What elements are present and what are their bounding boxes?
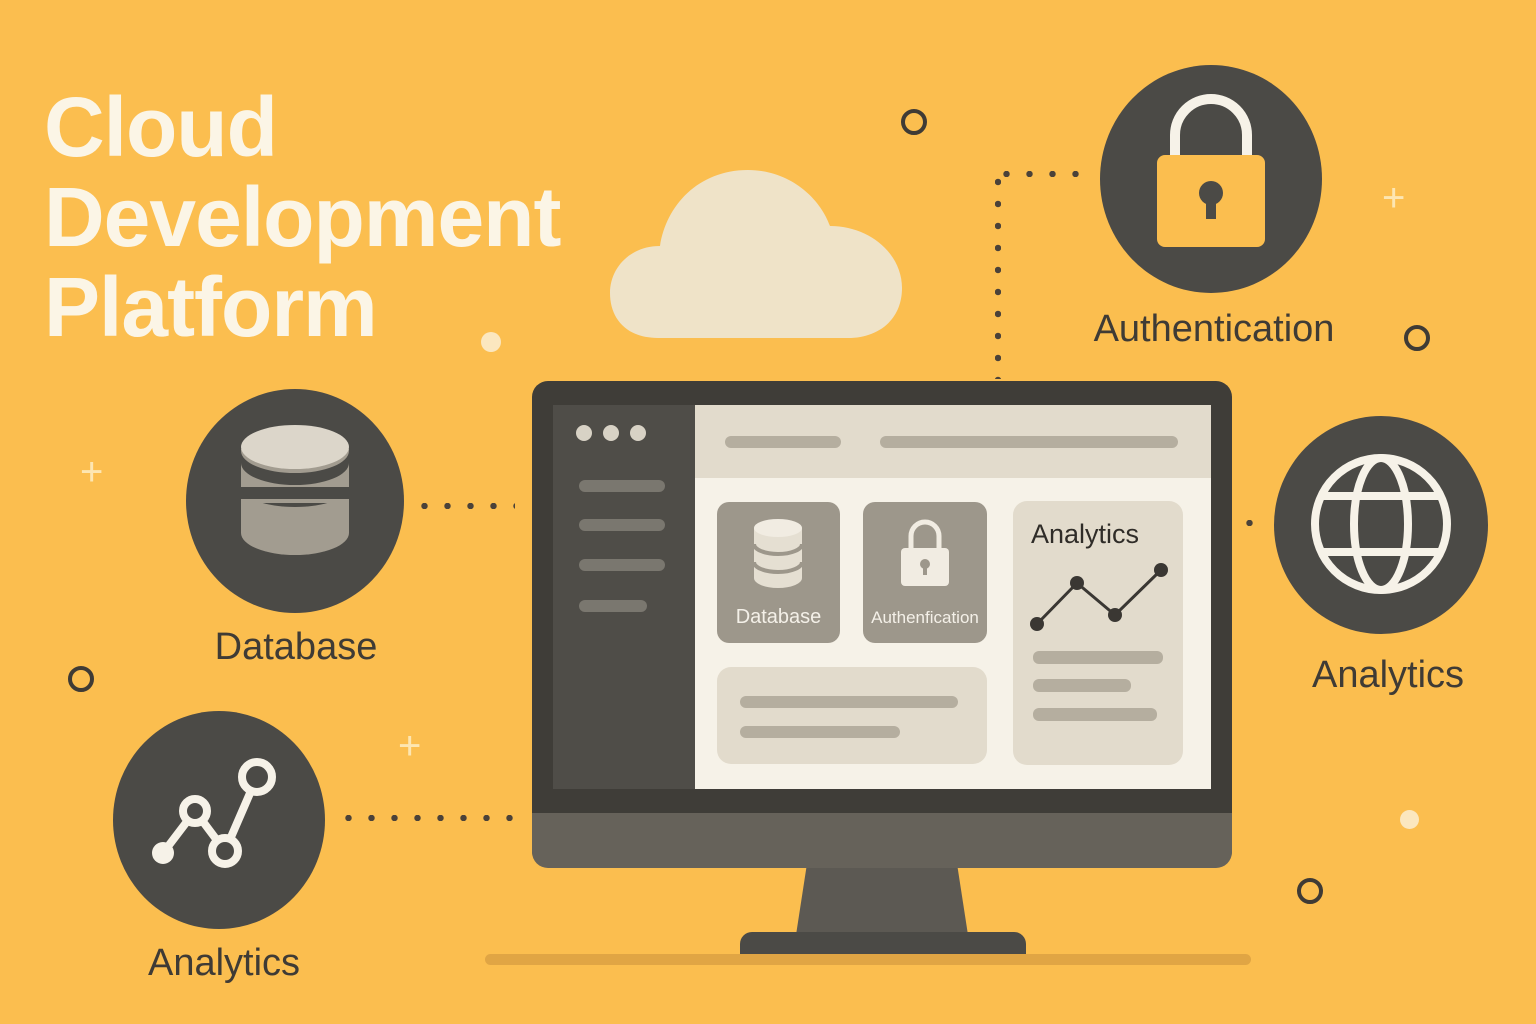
analytics-globe-label: Analytics xyxy=(1311,654,1465,696)
line-chart-icon xyxy=(1030,563,1168,631)
authentication-feature-circle[interactable] xyxy=(1100,65,1322,293)
window-dot[interactable] xyxy=(576,425,592,441)
database-tile[interactable]: Database xyxy=(717,502,840,643)
monitor-base xyxy=(740,932,1026,954)
connector-authentication-h xyxy=(995,171,1091,177)
decorative-ring xyxy=(68,666,94,692)
desk-shelf xyxy=(485,954,1251,965)
text-placeholder xyxy=(740,696,958,708)
sidebar-nav-item[interactable] xyxy=(579,600,647,612)
sidebar-nav-item[interactable] xyxy=(579,480,665,492)
globe-icon xyxy=(1311,454,1451,594)
lock-icon xyxy=(1157,94,1265,247)
app-sidebar xyxy=(553,405,695,789)
database-tile-label: Database xyxy=(735,606,822,628)
plus-icon: + xyxy=(398,724,422,768)
decorative-dot xyxy=(481,332,501,352)
title-line-3: Platform xyxy=(44,260,378,354)
text-placeholder xyxy=(1033,679,1131,692)
database-icon xyxy=(753,519,803,588)
plus-icon: + xyxy=(80,450,104,494)
authentication-tile[interactable]: Authenfication xyxy=(863,502,987,643)
plus-icon: + xyxy=(1382,176,1406,220)
database-feature-circle[interactable] xyxy=(186,389,404,613)
analytics-globe-feature-circle[interactable] xyxy=(1274,416,1488,634)
text-placeholder xyxy=(1033,708,1157,721)
content-panel xyxy=(717,667,987,764)
sidebar-nav-item[interactable] xyxy=(579,559,665,571)
header-placeholder xyxy=(725,436,841,448)
authentication-label: Authentication xyxy=(1093,308,1335,350)
window-dot[interactable] xyxy=(603,425,619,441)
analytics-chart-feature-circle[interactable] xyxy=(113,711,325,929)
page-title: Cloud Development Platform xyxy=(44,80,561,354)
decorative-ring xyxy=(901,109,927,135)
text-placeholder xyxy=(1033,651,1163,664)
title-line-2: Development xyxy=(44,170,561,264)
authentication-tile-label: Authenfication xyxy=(871,608,979,627)
line-chart-icon xyxy=(152,758,276,868)
search-bar-placeholder[interactable] xyxy=(880,436,1178,448)
sidebar-nav-item[interactable] xyxy=(579,519,665,531)
connector-analytics-chart xyxy=(337,815,527,821)
analytics-panel[interactable]: Analytics xyxy=(1013,501,1183,765)
cloud-icon xyxy=(610,170,902,338)
lock-icon xyxy=(901,519,949,586)
decorative-ring xyxy=(1297,878,1323,904)
database-icon xyxy=(241,425,349,555)
connector-analytics-globe xyxy=(1238,520,1268,526)
analytics-panel-title: Analytics xyxy=(1031,519,1140,549)
title-line-1: Cloud xyxy=(44,80,278,174)
monitor-neck xyxy=(796,868,968,935)
analytics-chart-label: Analytics xyxy=(147,942,301,984)
monitor-chin xyxy=(532,813,1232,868)
connector-authentication-v xyxy=(995,171,1001,379)
decorative-dot xyxy=(1400,810,1419,829)
connector-database xyxy=(413,503,515,509)
window-dot[interactable] xyxy=(630,425,646,441)
decorative-ring xyxy=(1404,325,1430,351)
database-label: Database xyxy=(214,626,378,668)
text-placeholder xyxy=(740,726,900,738)
